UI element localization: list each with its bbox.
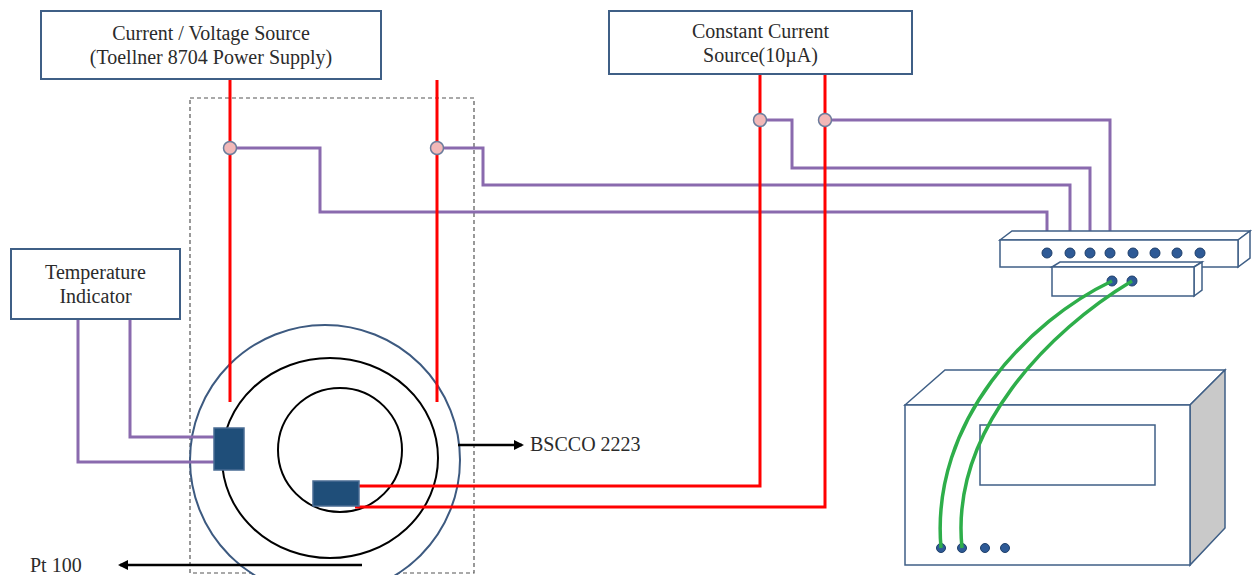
meter-lead	[961, 281, 1132, 548]
tap-dot	[754, 114, 767, 127]
pin	[1195, 248, 1205, 258]
tap-wire	[230, 148, 1047, 252]
meter-pins	[937, 544, 1010, 553]
tap-dot	[819, 114, 832, 127]
pin	[1172, 248, 1182, 258]
sensor-wire	[130, 320, 214, 437]
pin	[1128, 248, 1138, 258]
meter-top	[905, 370, 1225, 405]
tap-dot	[224, 142, 237, 155]
tap-wire	[437, 148, 1070, 252]
bscco-coil	[222, 358, 438, 558]
strip-side	[1194, 262, 1202, 296]
current-wire	[436, 80, 439, 402]
tap-dot	[431, 142, 444, 155]
meter-front	[905, 405, 1190, 565]
sensor-wire	[78, 320, 214, 462]
multimeter	[905, 370, 1225, 565]
current-wire	[229, 80, 232, 402]
current-wires	[230, 75, 825, 507]
pin	[1001, 544, 1010, 553]
current-wire	[355, 75, 825, 507]
pt100-sensor	[313, 481, 359, 506]
box-text: Constant Current Source(10µA)	[671, 19, 851, 67]
inner-ring	[278, 388, 402, 512]
meter-display	[980, 425, 1155, 485]
meter-side	[1190, 370, 1225, 565]
strip-top	[1000, 231, 1250, 240]
meter-lead	[940, 281, 1112, 548]
pin	[981, 544, 990, 553]
source-box: Current / Voltage Source (Toellner 8704 …	[40, 10, 382, 80]
leader-arrow	[458, 444, 522, 447]
leader-arrow	[120, 564, 362, 567]
pin	[1065, 248, 1075, 258]
instrument-box: Temperature Indicator	[10, 248, 181, 320]
pin	[1105, 248, 1115, 258]
terminal-pins	[1042, 248, 1205, 286]
pin	[1085, 248, 1095, 258]
box-text: Current / Voltage Source (Toellner 8704 …	[76, 21, 346, 69]
source-box: Constant Current Source(10µA)	[608, 10, 913, 75]
part-label: BSCCO 2223	[528, 432, 643, 456]
part-label: Pt 100	[28, 553, 84, 575]
pin	[1150, 248, 1160, 258]
strip-front	[1052, 267, 1194, 296]
current-wire	[359, 75, 760, 486]
box-text: Temperature Indicator	[21, 260, 171, 308]
pt100-sensor	[214, 428, 244, 470]
meter-leads	[940, 281, 1132, 548]
strip-side	[1238, 231, 1250, 267]
pin	[1042, 248, 1052, 258]
tap-points	[224, 114, 832, 155]
